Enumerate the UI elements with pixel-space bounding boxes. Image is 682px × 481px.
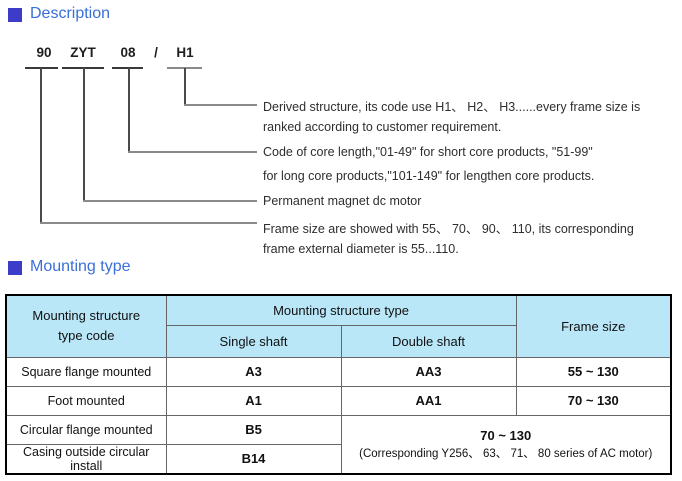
connector-zyt: [83, 200, 257, 202]
cell-single-b14: B14: [165, 443, 342, 474]
code-part-derived: H1: [176, 45, 194, 60]
cell-single-a3: A3: [165, 356, 342, 387]
table-row: Circular flange mounted B5 70 ~ 130 (Cor…: [5, 414, 672, 474]
header-cell-frame-size: Frame size: [515, 294, 672, 358]
note-core-length-line1: Code of core length,"01-49" for short co…: [263, 145, 593, 159]
header-cell-single-shaft: Single shaft: [165, 324, 342, 358]
header-type-code-line1: Mounting structure: [32, 308, 141, 324]
header-type-code-line2: type code: [58, 328, 115, 344]
note-frame-size-line1: Frame size are showed with 55、 70、 90、 1…: [263, 222, 634, 236]
description-section-title: Description: [30, 5, 111, 22]
note-frame-size-line2: frame external diameter is 55...110.: [263, 242, 459, 256]
note-core-length-line2: for long core products,"101-149" for len…: [263, 169, 595, 183]
note-motor-type: Permanent magnet dc motor: [263, 194, 422, 208]
vline-zyt: [83, 68, 85, 202]
cell-frame-70-130: 70 ~ 130: [515, 385, 672, 416]
cell-double-aa1: AA1: [340, 385, 517, 416]
section-bullet-icon: [8, 8, 22, 22]
table-row: Foot mounted A1 AA1 70 ~ 130: [5, 385, 672, 416]
connector-08: [128, 151, 257, 153]
cell-frame-55-130: 55 ~ 130: [515, 356, 672, 387]
mounting-section-title: Mounting type: [30, 258, 131, 275]
merged-frame-range: 70 ~ 130: [480, 428, 532, 444]
code-part-slash: /: [154, 45, 158, 60]
header-cell-structure-type: Mounting structure type: [165, 294, 517, 326]
header-cell-type-code: Mounting structure type code: [5, 294, 167, 358]
cell-label-square-flange: Square flange mounted: [5, 356, 167, 387]
mounting-table: Mounting structure type code Mounting st…: [5, 294, 673, 475]
merged-corresponding-note: (Corresponding Y256、 63、 71、 80 series o…: [359, 447, 653, 460]
table-row: Casing outside circular install B14: [5, 443, 671, 474]
cell-single-b5: B5: [165, 414, 342, 445]
table-row: Square flange mounted A3 AA3 55 ~ 130: [5, 356, 672, 387]
note-derived-line1: Derived structure, its code use H1、 H2、 …: [263, 100, 641, 114]
vline-h1: [184, 68, 186, 106]
cell-merged-frame-range: 70 ~ 130 (Corresponding Y256、 63、 71、 80…: [340, 414, 672, 474]
cell-single-a1: A1: [165, 385, 342, 416]
code-part-motor-type: ZYT: [70, 45, 96, 60]
connector-h1: [184, 104, 257, 106]
code-part-frame-size: 90: [36, 45, 52, 60]
connector-90: [40, 222, 257, 224]
vline-90: [40, 68, 42, 224]
header-cell-double-shaft: Double shaft: [340, 324, 517, 358]
note-derived-line2: ranked according to customer requirement…: [263, 120, 502, 134]
section-bullet-icon: [8, 261, 22, 275]
cell-label-casing-outside: Casing outside circular install: [5, 443, 167, 474]
cell-double-aa3: AA3: [340, 356, 517, 387]
table-header-row-group: Mounting structure type code Mounting st…: [5, 294, 672, 358]
vline-08: [128, 68, 130, 153]
cell-label-foot-mounted: Foot mounted: [5, 385, 167, 416]
underline-bar-08: [112, 67, 143, 69]
code-part-core-length: 08: [120, 45, 136, 60]
cell-label-circular-flange: Circular flange mounted: [5, 414, 167, 445]
